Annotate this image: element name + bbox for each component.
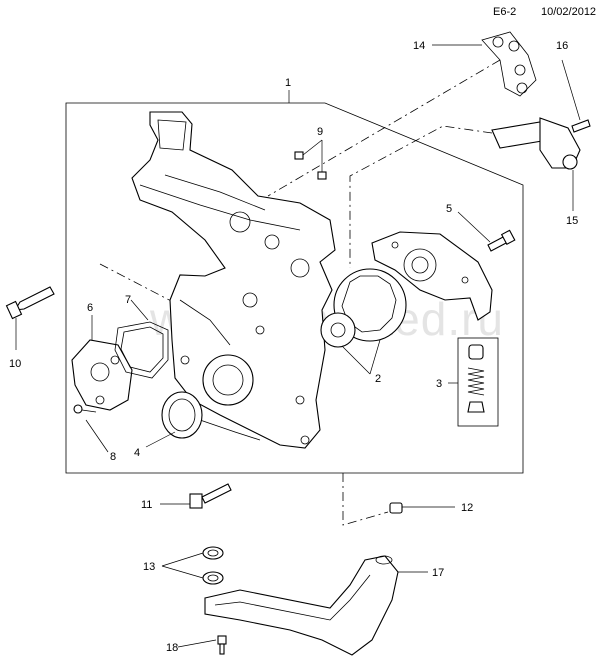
callout-18: 18	[166, 642, 178, 654]
oil-pickup-pipe	[204, 555, 399, 656]
callout-8: 8	[110, 451, 116, 463]
bolt-11	[189, 483, 232, 509]
bolt-8	[73, 404, 97, 414]
leader-lines	[15, 44, 581, 648]
callout-9: 9	[317, 126, 323, 138]
callout-13: 13	[143, 561, 155, 573]
callout-2: 2	[375, 373, 381, 385]
callout-10: 10	[9, 358, 21, 370]
callout-5: 5	[446, 203, 452, 215]
plug-12	[389, 502, 403, 514]
assembly-lines	[99, 59, 501, 526]
control-valve-15	[491, 117, 581, 170]
bolt-10	[5, 286, 55, 320]
callout-12: 12	[461, 502, 473, 514]
bolt-5	[487, 229, 516, 252]
callout-14: 14	[413, 40, 425, 52]
callout-6: 6	[87, 302, 93, 314]
diagram-date: 10/02/2012	[541, 6, 597, 18]
bolt-18	[217, 635, 227, 655]
callout-7: 7	[125, 294, 131, 306]
gasket-set-14	[481, 31, 537, 97]
bolt-16	[571, 119, 591, 133]
callout-4: 4	[134, 447, 140, 459]
gasket-7	[114, 321, 169, 379]
cover-6	[71, 339, 133, 411]
callout-17: 17	[432, 567, 444, 579]
callout-3: 3	[436, 378, 442, 390]
callout-1: 1	[285, 77, 291, 89]
callout-labels: 1 2 3 4 5 6 7 8 9 10 11 12 13 14 15 16 1…	[9, 40, 578, 654]
front-cover	[131, 111, 336, 449]
assembly-frame	[65, 102, 524, 474]
diagram-code: E6-2	[493, 6, 517, 18]
oil-pump-cover	[371, 231, 493, 321]
oil-pump-gears	[320, 268, 407, 348]
relief-valve-kit	[457, 337, 499, 427]
dowel-pins	[294, 151, 327, 180]
callout-11: 11	[141, 499, 152, 511]
callout-16: 16	[556, 40, 568, 52]
crankshaft-seal	[161, 391, 203, 439]
callout-15: 15	[566, 215, 578, 227]
o-rings-13	[202, 546, 224, 585]
